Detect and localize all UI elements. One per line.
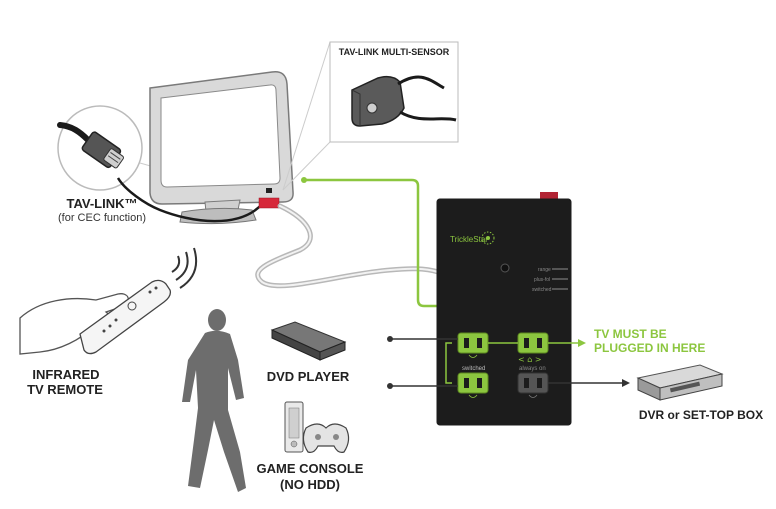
ir-signal-waves-icon [171,247,198,289]
hdmi-plug-callout [57,105,271,201]
brand-label: TrickleStar [450,235,488,244]
power-strip-device: TrickleStar range plus-fol switched swit… [436,192,572,426]
remote-label-line1: INFRARED [32,367,100,382]
tv-power-cable [255,203,441,289]
person-silhouette [182,309,246,492]
svg-text:< ⌂ >: < ⌂ > [518,355,542,364]
tavlink-label: TAV-LINK™ [66,196,138,211]
outlet-switched-bottom [457,372,489,398]
multisensor-callout [282,41,459,191]
outlet-label-switched: switched [462,366,485,372]
outlet-tv: < ⌂ > [517,332,549,364]
outlet-label-always-on: always on [519,366,546,372]
outlet-always-on [517,372,549,398]
tv-must-label-line1: TV MUST BE [594,327,667,341]
multisensor-label: TAV-LINK MULTI-SENSOR [338,47,450,57]
dvd-label: DVD PLAYER [266,369,350,384]
tv-must-label-line2: PLUGGED IN HERE [594,341,706,355]
game-console-icon [284,401,350,453]
brand-star-icon [481,231,495,245]
red-tag [258,197,280,209]
remote-label-line2: TV REMOTE [27,382,103,397]
hdmi-cable [116,177,264,223]
tavlink-sublabel: (for CEC function) [57,212,147,224]
dvd-player-icon [270,321,347,361]
connection-lines [387,336,630,389]
dvr-label: DVR or SET-TOP BOX [638,408,764,422]
led-label-1: range [538,267,551,273]
hand-remote-icon [19,279,172,355]
tv-monitor [149,71,294,225]
led-label-3: switched [532,287,552,293]
console-label-line2: (NO HDD) [280,477,340,492]
led-label-2: plus-fol [534,277,550,283]
console-label-line1: GAME CONSOLE [256,461,364,476]
dvr-box-icon [636,364,724,401]
ir-sensor-dot [500,263,510,273]
